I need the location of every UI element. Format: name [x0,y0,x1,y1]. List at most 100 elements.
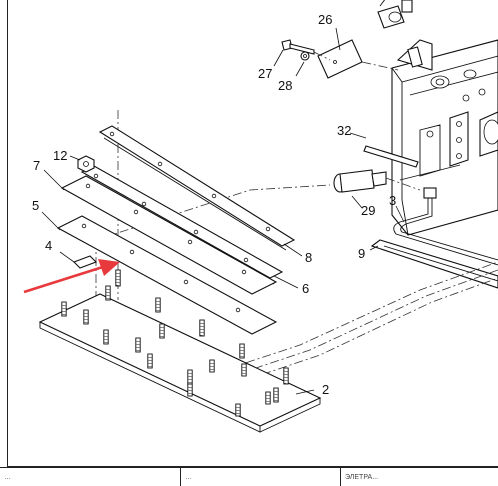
stud [103,329,109,345]
stud-thread [147,362,153,365]
bushing-part [377,0,413,29]
callout-27: 27 [258,66,272,81]
stud-thread [273,393,279,396]
stud-thread [159,332,165,335]
stud-thread [115,272,121,275]
stud-thread [103,335,109,338]
callout-2: 2 [322,382,329,397]
callout-8: 8 [305,250,312,265]
stud-thread [235,406,241,409]
stud-thread [187,392,193,395]
stud-thread [115,284,121,287]
stud-thread [239,355,245,358]
stud-thread [103,341,109,344]
stud-thread [187,375,193,378]
stud-thread [199,325,205,328]
rod-32 [349,132,419,168]
stud-thread [187,378,193,381]
stud-thread [283,370,289,373]
stud [199,319,205,337]
stud-thread [265,400,271,403]
stud [283,367,289,385]
stud-thread [273,396,279,399]
stud-thread [265,394,271,397]
stud [115,269,121,287]
callout-6: 6 [302,281,309,296]
stud-thread [159,329,165,332]
stud-thread [155,303,161,306]
table-cell-3: ЭЛЕТРА... [340,468,498,486]
stud-thread [61,313,67,316]
stud-thread [239,349,245,352]
machine-housing [391,39,498,236]
stud-thread [61,304,67,307]
strip-5 [41,211,278,335]
stud-thread [199,328,205,331]
stud-thread [199,322,205,325]
stud-thread [105,291,111,294]
clip-4 [59,251,97,269]
nut-12 [69,155,95,173]
stud-thread [83,315,89,318]
stud-thread [283,373,289,376]
heater-element-3 [393,187,498,266]
stud-thread [103,338,109,341]
pin-29 [333,169,421,209]
gasket-9 [369,239,498,289]
stud-thread [273,390,279,393]
strip-8 [98,125,303,257]
stud-thread [61,310,67,313]
stud-thread [199,334,205,337]
strip-7 [43,169,278,295]
callout-32: 32 [337,123,351,138]
stud-thread [83,318,89,321]
callout-12: 12 [53,148,67,163]
stud-thread [239,352,245,355]
stud-thread [241,366,247,369]
stud-thread [115,281,121,284]
stud-thread [241,372,247,375]
callout-4: 4 [45,238,52,253]
screw-27-washer-28 [273,39,331,77]
stud-thread [159,326,165,329]
stud-thread [239,346,245,349]
stud-thread [147,359,153,362]
stud-thread [199,331,205,334]
stud-thread [105,288,111,291]
callout-5: 5 [32,198,39,213]
callout-28: 28 [278,78,292,93]
callout-29: 29 [361,203,375,218]
callout-9: 9 [358,246,365,261]
stud-thread [147,356,153,359]
stud-thread [135,340,141,343]
stud-thread [283,382,289,385]
threaded-studs [61,269,289,417]
callout-3: 3 [389,193,396,208]
stud-thread [115,278,121,281]
stud-thread [103,332,109,335]
stud-thread [209,365,215,368]
stud-thread [155,306,161,309]
stud-thread [135,349,141,352]
cover-plate-26 [317,27,399,79]
stud-thread [187,372,193,375]
stud-thread [155,300,161,303]
stud-thread [235,409,241,412]
base-plate-2 [38,293,322,433]
stud [83,309,89,325]
callout-26: 26 [318,12,332,27]
stud-thread [155,309,161,312]
stud-thread [147,365,153,368]
stud-thread [187,389,193,392]
callout-7: 7 [33,158,40,173]
stud [105,285,111,301]
stud-thread [273,399,279,402]
table-cell-1: … [4,474,11,481]
stud-thread [83,321,89,324]
stud-thread [187,386,193,389]
stud-thread [135,343,141,346]
stud-thread [105,297,111,300]
stud-thread [159,335,165,338]
